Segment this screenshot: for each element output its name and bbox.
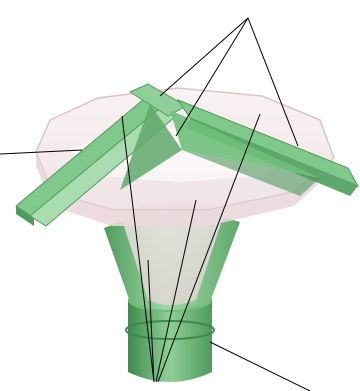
- leader-line: [160, 18, 248, 96]
- leader-line: [210, 342, 310, 391]
